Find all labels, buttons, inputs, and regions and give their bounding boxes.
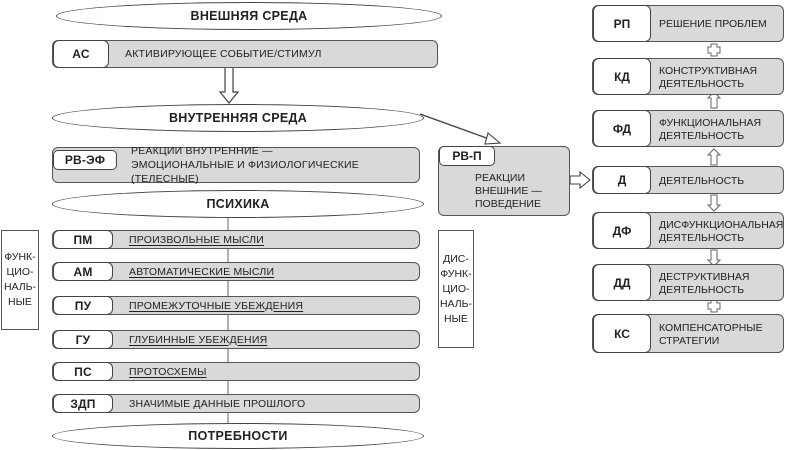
right-ks-line1: КОМПЕНСАТОРНЫЕ	[659, 321, 763, 334]
right-kd-line1: КОНСТРУКТИВНАЯ	[659, 64, 758, 77]
psy-code-gu: ГУ	[53, 330, 113, 349]
external-environment-label: ВНЕШНЯЯ СРЕДА	[190, 9, 308, 23]
right-code-dd: ДД	[593, 264, 651, 301]
needs-ellipse: ПОТРЕБНОСТИ	[52, 423, 424, 449]
psy-code-pu: ПУ	[53, 296, 113, 315]
dysfunctional-side-label: ДИС- ФУНК- ЦИО- НАЛЬ- НЫЕ	[438, 230, 474, 348]
right-code-d: Д	[593, 166, 651, 194]
as-bar: АС АКТИВИРУЮЩЕЕ СОБЫТИЕ/СТИМУЛ	[52, 40, 438, 68]
right-kd-line2: ДЕЯТЕЛЬНОСТЬ	[659, 77, 745, 90]
psy-code-pm: ПМ	[53, 230, 113, 249]
rvp-line2: ВНЕШНИЕ —	[475, 184, 542, 197]
right-dd-line2: ДЕЯТЕЛЬНОСТЬ	[659, 283, 745, 296]
rvef-code: РВ-ЭФ	[53, 150, 117, 170]
as-label: АКТИВИРУЮЩЕЕ СОБЫТИЕ/СТИМУЛ	[125, 48, 322, 60]
arrow-rvp-to-d	[569, 170, 591, 190]
right-code-kd: КД	[593, 58, 651, 95]
right-box-kd: КД КОНСТРУКТИВНАЯ ДЕЯТЕЛЬНОСТЬ	[592, 58, 784, 95]
dysfunctional-l3: ЦИО-	[442, 282, 470, 295]
right-box-ks: КС КОМПЕНСАТОРНЫЕ СТРАТЕГИИ	[592, 314, 784, 353]
psy-code-ps: ПС	[53, 362, 113, 381]
right-df-line1: ДИСФУНКЦИОНАЛЬНАЯ	[659, 218, 784, 231]
right-code-df: ДФ	[593, 212, 651, 249]
as-code: АС	[53, 40, 109, 68]
dysfunctional-l2: ФУНК-	[440, 267, 472, 280]
right-box-rp: РП РЕШЕНИЕ ПРОБЛЕМ	[592, 5, 784, 42]
psy-label-pu: ПРОМЕЖУТОЧНЫЕ УБЕЖДЕНИЯ	[129, 299, 304, 312]
psy-bar-pu: ПУ ПРОМЕЖУТОЧНЫЕ УБЕЖДЕНИЯ	[52, 296, 420, 315]
right-box-df: ДФ ДИСФУНКЦИОНАЛЬНАЯ ДЕЯТЕЛЬНОСТЬ	[592, 212, 784, 249]
dysfunctional-l5: НЫЕ	[444, 312, 468, 325]
arrowhead-internal-to-rvp	[484, 132, 502, 145]
functional-l4: НЫЕ	[8, 296, 32, 308]
right-code-ks: КС	[593, 314, 651, 353]
psy-label-am: АВТОМАТИЧЕСКИЕ МЫСЛИ	[129, 265, 275, 278]
functional-l2: ЦИО-	[6, 266, 34, 278]
arrow-internal-to-rvp	[419, 113, 493, 141]
right-fd-line1: ФУНКЦИОНАЛЬНАЯ	[659, 116, 762, 129]
right-code-fd: ФД	[593, 110, 651, 147]
external-environment-ellipse: ВНЕШНЯЯ СРЕДА	[56, 2, 442, 30]
rvp-box: РВ-П РЕАКЦИИ ВНЕШНИЕ — ПОВЕДЕНИЕ	[438, 146, 570, 216]
right-dd-line1: ДЕСТРУКТИВНАЯ	[659, 270, 750, 283]
psy-bar-zdp: ЗДП ЗНАЧИМЫЕ ДАННЫЕ ПРОШЛОГО	[52, 394, 420, 413]
right-box-d: Д ДЕЯТЕЛЬНОСТЬ	[592, 166, 784, 194]
psy-code-am: АМ	[53, 262, 113, 281]
right-rp-line1: РЕШЕНИЕ ПРОБЛЕМ	[659, 18, 767, 30]
psy-bar-gu: ГУ ГЛУБИННЫЕ УБЕЖДЕНИЯ	[52, 330, 420, 349]
rvp-line3: ПОВЕДЕНИЕ	[475, 197, 541, 210]
psy-label-pm: ПРОИЗВОЛЬНЫЕ МЫСЛИ	[129, 233, 264, 246]
psy-label-gu: ГЛУБИННЫЕ УБЕЖДЕНИЯ	[129, 333, 268, 346]
right-code-rp: РП	[593, 5, 651, 42]
psyche-label: ПСИХИКА	[206, 197, 270, 211]
internal-environment-label: ВНУТРЕННЯЯ СРЕДА	[168, 111, 308, 125]
psy-bar-am: АМ АВТОМАТИЧЕСКИЕ МЫСЛИ	[52, 262, 420, 281]
right-fd-line2: ДЕЯТЕЛЬНОСТЬ	[659, 129, 745, 142]
right-box-fd: ФД ФУНКЦИОНАЛЬНАЯ ДЕЯТЕЛЬНОСТЬ	[592, 110, 784, 147]
rvp-line1: РЕАКЦИИ	[475, 171, 525, 184]
psy-label-ps: ПРОТОСХЕМЫ	[129, 365, 207, 378]
psy-bar-ps: ПС ПРОТОСХЕМЫ	[52, 362, 420, 381]
psyche-ellipse: ПСИХИКА	[52, 190, 424, 218]
functional-side-label: ФУНК- ЦИО- НАЛЬ- НЫЕ	[1, 230, 39, 330]
psy-label-zdp: ЗНАЧИМЫЕ ДАННЫЕ ПРОШЛОГО	[129, 397, 306, 410]
right-ks-line2: СТРАТЕГИИ	[659, 334, 720, 347]
rvp-code: РВ-П	[439, 146, 495, 166]
functional-l1: ФУНК-	[4, 251, 36, 263]
internal-environment-ellipse: ВНУТРЕННЯЯ СРЕДА	[52, 104, 424, 132]
needs-label: ПОТРЕБНОСТИ	[188, 429, 288, 443]
right-box-dd: ДД ДЕСТРУКТИВНАЯ ДЕЯТЕЛЬНОСТЬ	[592, 264, 784, 301]
functional-l3: НАЛЬ-	[3, 281, 37, 293]
right-connectors	[706, 43, 722, 313]
dysfunctional-l4: НАЛЬ-	[439, 297, 473, 310]
right-df-line2: ДЕЯТЕЛЬНОСТЬ	[659, 231, 745, 244]
rvef-line2: ЭМОЦИОНАЛЬНЫЕ И ФИЗИОЛОГИЧЕСКИЕ (ТЕЛЕСНЫ…	[131, 159, 360, 185]
rvef-line1: РЕАКЦИИ ВНУТРЕННИЕ —	[131, 145, 273, 157]
psy-code-zdp: ЗДП	[53, 394, 113, 413]
right-d-line1: ДЕЯТЕЛЬНОСТЬ	[659, 174, 745, 187]
arrow-as-to-internal	[218, 66, 240, 104]
dysfunctional-l1: ДИС-	[443, 252, 469, 265]
psy-bar-pm: ПМ ПРОИЗВОЛЬНЫЕ МЫСЛИ	[52, 230, 420, 249]
rvef-bar: РВ-ЭФ РЕАКЦИИ ВНУТРЕННИЕ — ЭМОЦИОНАЛЬНЫЕ…	[52, 145, 420, 185]
